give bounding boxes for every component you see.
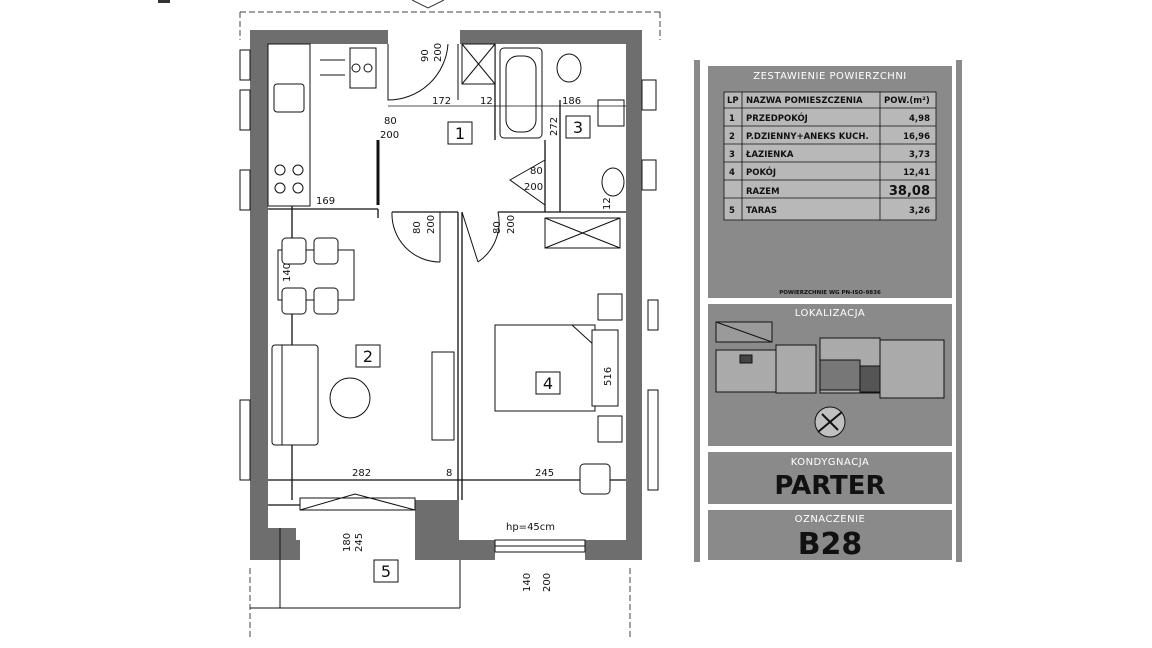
neighbouring-units <box>239 49 659 491</box>
dim-169: 169 <box>316 196 335 207</box>
north-marker-top <box>411 0 445 9</box>
table-row-1-name: PRZEDPOKÓJ <box>746 112 808 124</box>
info-panel: ZESTAWIENIE POWIERZCHNI LP NAZWA POMIESZ… <box>694 60 962 562</box>
floor-value: PARTER <box>774 471 885 501</box>
table-row-3-area: 3,73 <box>909 150 930 160</box>
door-bath-height: 200 <box>524 182 543 193</box>
dim-12-top: 12 <box>480 96 493 107</box>
room-label-4: 4 <box>543 374 553 393</box>
kitchen-counter <box>267 43 377 207</box>
table-row-2-name: P.DZIENNY+ANEKS KUCH. <box>746 132 869 142</box>
summary-table: LP NAZWA POMIESZCZENIA POW.(m²) 1 PRZEDP… <box>723 91 937 221</box>
dim-12-right: 12 <box>602 197 613 210</box>
window-terrace-width: 180 <box>342 533 353 552</box>
room-label-3: 3 <box>573 118 583 137</box>
door-labels: 90 200 80 200 80 200 80 200 80 200 140 2… <box>342 43 553 592</box>
table-row-1-lp: 1 <box>729 114 735 124</box>
col-name: NAZWA POMIESZCZENIA <box>746 96 863 106</box>
bedroom-furniture <box>494 293 623 495</box>
living-furniture <box>271 344 455 446</box>
floor-title: KONDYGNACJA <box>791 457 870 468</box>
window-terrace-height: 245 <box>354 533 365 552</box>
dim-516: 516 <box>603 367 614 386</box>
col-area: POW.(m²) <box>884 96 930 106</box>
table-row-4-area: 12,41 <box>903 168 930 178</box>
location-map-icon <box>715 321 945 438</box>
summary-title: ZESTAWIENIE POWIERZCHNI <box>753 71 907 82</box>
door-entrance-height: 200 <box>433 43 444 62</box>
property-boundary <box>239 11 661 640</box>
dim-272: 272 <box>549 117 560 136</box>
table-row-3-name: ŁAZIENKA <box>745 150 794 160</box>
door-hall-width: 80 <box>384 116 397 127</box>
door-living-width: 80 <box>412 221 423 234</box>
unit-title: OZNACZENIE <box>795 514 866 525</box>
dining-set <box>277 237 355 315</box>
bathroom-fixtures <box>461 43 625 249</box>
door-bedroom-height: 200 <box>506 215 517 234</box>
table-row-4-lp: 4 <box>729 168 735 178</box>
floor-plan: 1 2 3 4 5 90 200 80 200 80 200 80 200 80… <box>158 0 661 640</box>
location-title: LOKALIZACJA <box>795 308 865 319</box>
door-bath-width: 80 <box>530 166 543 177</box>
walls <box>250 30 642 560</box>
dimension-labels: 172 12 186 272 169 12 140 282 8 245 516 … <box>282 96 626 533</box>
floor-block <box>708 452 952 504</box>
unit-block <box>708 510 952 560</box>
total-value: 38,08 <box>889 184 930 199</box>
table-row-2-lp: 2 <box>729 132 735 142</box>
door-terrace-width: 140 <box>522 573 533 592</box>
door-swings <box>376 43 546 263</box>
dim-8: 8 <box>446 468 452 479</box>
table-row-2-area: 16,96 <box>903 132 930 142</box>
table-row-3-lp: 3 <box>729 150 735 160</box>
norm-note: POWIERZCHNIE WG PN-ISO-9836 <box>779 290 881 296</box>
dim-140: 140 <box>282 263 293 282</box>
table-row-4-name: POKÓJ <box>746 166 776 178</box>
door-living-height: 200 <box>426 215 437 234</box>
door-hall-height: 200 <box>380 130 399 141</box>
sill-height: hp=45cm <box>506 522 555 533</box>
dim-282: 282 <box>352 468 371 479</box>
door-terrace-height: 200 <box>542 573 553 592</box>
col-lp: LP <box>727 96 739 106</box>
room-label-1: 1 <box>455 124 465 143</box>
total-label: RAZEM <box>746 187 780 197</box>
table-row-5-lp: 5 <box>729 206 735 216</box>
terrace <box>250 528 461 609</box>
table-row-5-area: 3,26 <box>909 206 930 216</box>
table-row-1-area: 4,98 <box>909 114 930 124</box>
dim-172: 172 <box>432 96 451 107</box>
corner-mark <box>158 0 170 3</box>
unit-value: B28 <box>798 527 863 562</box>
room-label-2: 2 <box>363 347 373 366</box>
dim-245: 245 <box>535 468 554 479</box>
dim-186: 186 <box>562 96 581 107</box>
table-row-5-name: TARAS <box>746 206 777 216</box>
room-label-5: 5 <box>381 562 391 581</box>
terrace-door <box>299 493 586 553</box>
room-labels: 1 2 3 4 5 <box>355 115 591 583</box>
door-bedroom-width: 80 <box>492 221 503 234</box>
door-entrance-width: 90 <box>420 49 431 62</box>
